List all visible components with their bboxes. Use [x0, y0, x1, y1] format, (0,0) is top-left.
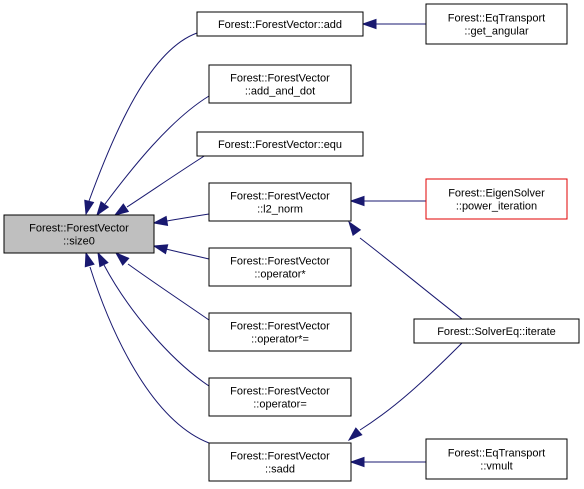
node-label-line: ::operator*	[254, 269, 306, 281]
node-op_mul[interactable]: Forest::ForestVector::operator*	[208, 247, 352, 287]
arrowhead	[152, 244, 169, 255]
edge-size0-add_and_dot	[96, 95, 210, 217]
edge-line-l2_norm-iterate	[359, 237, 463, 320]
edge-line-size0-equ	[126, 152, 210, 208]
node-box	[413, 318, 580, 344]
arrowhead	[84, 199, 95, 216]
arrowhead	[349, 195, 365, 207]
node-box	[208, 64, 352, 104]
edge-add-get_angular	[361, 18, 426, 30]
arrowhead	[152, 215, 169, 227]
node-op_eq[interactable]: Forest::ForestVector::operator=	[208, 377, 352, 417]
node-label-line: Forest::ForestVector::equ	[218, 139, 342, 151]
node-label-line: ::vmult	[480, 461, 512, 473]
node-box	[425, 3, 568, 45]
node-box	[3, 214, 155, 254]
edge-sadd-vmult	[349, 456, 426, 468]
node-equ[interactable]: Forest::ForestVector::equ	[196, 131, 364, 157]
edge-l2_norm-power_iter	[349, 195, 426, 207]
arrowhead	[349, 456, 365, 468]
edge-size0-add	[84, 32, 198, 216]
arrowhead	[361, 18, 377, 30]
edge-size0-equ	[113, 152, 210, 216]
edge-line-size0-add_and_dot	[104, 95, 210, 205]
node-power_iter[interactable]: Forest::EigenSolver::power_iteration	[425, 178, 568, 220]
node-label-line: ::operator=	[253, 399, 307, 411]
node-box	[208, 312, 352, 352]
node-op_muleq[interactable]: Forest::ForestVector::operator*=	[208, 312, 352, 352]
node-label-line: Forest::EqTransport	[448, 13, 545, 25]
node-box	[208, 247, 352, 287]
node-label-line: ::power_iteration	[456, 201, 537, 213]
node-label-line: ::size0	[63, 236, 95, 248]
edge-size0-sadd	[84, 251, 210, 444]
node-label-line: ::get_angular	[464, 26, 529, 38]
node-add[interactable]: Forest::ForestVector::add	[196, 11, 364, 37]
edge-size0-op_eq	[97, 251, 210, 387]
edge-sadd-iterate	[347, 342, 463, 442]
node-label-line: Forest::ForestVector	[230, 321, 330, 333]
edge-line-size0-op_muleq	[127, 263, 210, 321]
node-box	[208, 377, 352, 417]
node-label-line: Forest::ForestVector	[230, 191, 330, 203]
node-label-line: Forest::ForestVector	[230, 256, 330, 268]
edge-l2_norm-iterate	[348, 220, 463, 320]
node-label-line: ::l2_norm	[257, 204, 303, 216]
node-vmult[interactable]: Forest::EqTransport::vmult	[425, 438, 568, 480]
arrowhead	[113, 203, 130, 216]
node-box	[196, 11, 364, 37]
node-get_angular[interactable]: Forest::EqTransport::get_angular	[425, 3, 568, 45]
node-label-line: Forest::EqTransport	[448, 448, 545, 460]
edges-layer	[84, 18, 463, 468]
edge-size0-l2_norm	[152, 213, 210, 227]
arrowhead	[114, 251, 130, 266]
arrowhead	[348, 220, 362, 236]
node-label-line: ::operator*=	[251, 334, 309, 346]
node-label-line: Forest::SolverEq::iterate	[437, 326, 556, 338]
node-label-line: Forest::ForestVector	[230, 386, 330, 398]
node-size0[interactable]: Forest::ForestVector::size0	[3, 214, 155, 254]
node-l2_norm[interactable]: Forest::ForestVector::l2_norm	[208, 182, 352, 222]
node-box	[208, 182, 352, 222]
node-iterate[interactable]: Forest::SolverEq::iterate	[413, 318, 580, 344]
arrowhead	[96, 201, 110, 217]
node-sadd[interactable]: Forest::ForestVector::sadd	[208, 442, 352, 482]
edge-line-size0-sadd	[89, 266, 210, 444]
edge-size0-op_muleq	[114, 251, 210, 321]
node-label-line: Forest::ForestVector	[29, 223, 129, 235]
edge-size0-op_mul	[152, 244, 210, 260]
nodes-layer: Forest::ForestVector::size0Forest::Fores…	[3, 3, 580, 482]
node-add_and_dot[interactable]: Forest::ForestVector::add_and_dot	[208, 64, 352, 104]
node-box	[208, 442, 352, 482]
node-box	[425, 438, 568, 480]
arrowhead	[97, 251, 109, 268]
node-label-line: Forest::ForestVector::add	[218, 19, 342, 31]
edge-line-size0-op_eq	[103, 264, 210, 387]
edge-line-size0-op_mul	[165, 248, 210, 260]
node-label-line: ::sadd	[265, 464, 295, 476]
node-label-line: Forest::ForestVector	[230, 451, 330, 463]
node-label-line: ::add_and_dot	[245, 86, 315, 98]
edge-line-size0-add	[88, 32, 198, 202]
node-label-line: Forest::EigenSolver	[448, 188, 545, 200]
edge-line-sadd-iterate	[359, 342, 463, 431]
node-box	[425, 178, 568, 220]
arrowhead	[84, 251, 95, 268]
arrowhead	[347, 427, 363, 442]
node-label-line: Forest::ForestVector	[230, 73, 330, 85]
edge-line-size0-l2_norm	[166, 213, 210, 222]
node-box	[196, 131, 364, 157]
